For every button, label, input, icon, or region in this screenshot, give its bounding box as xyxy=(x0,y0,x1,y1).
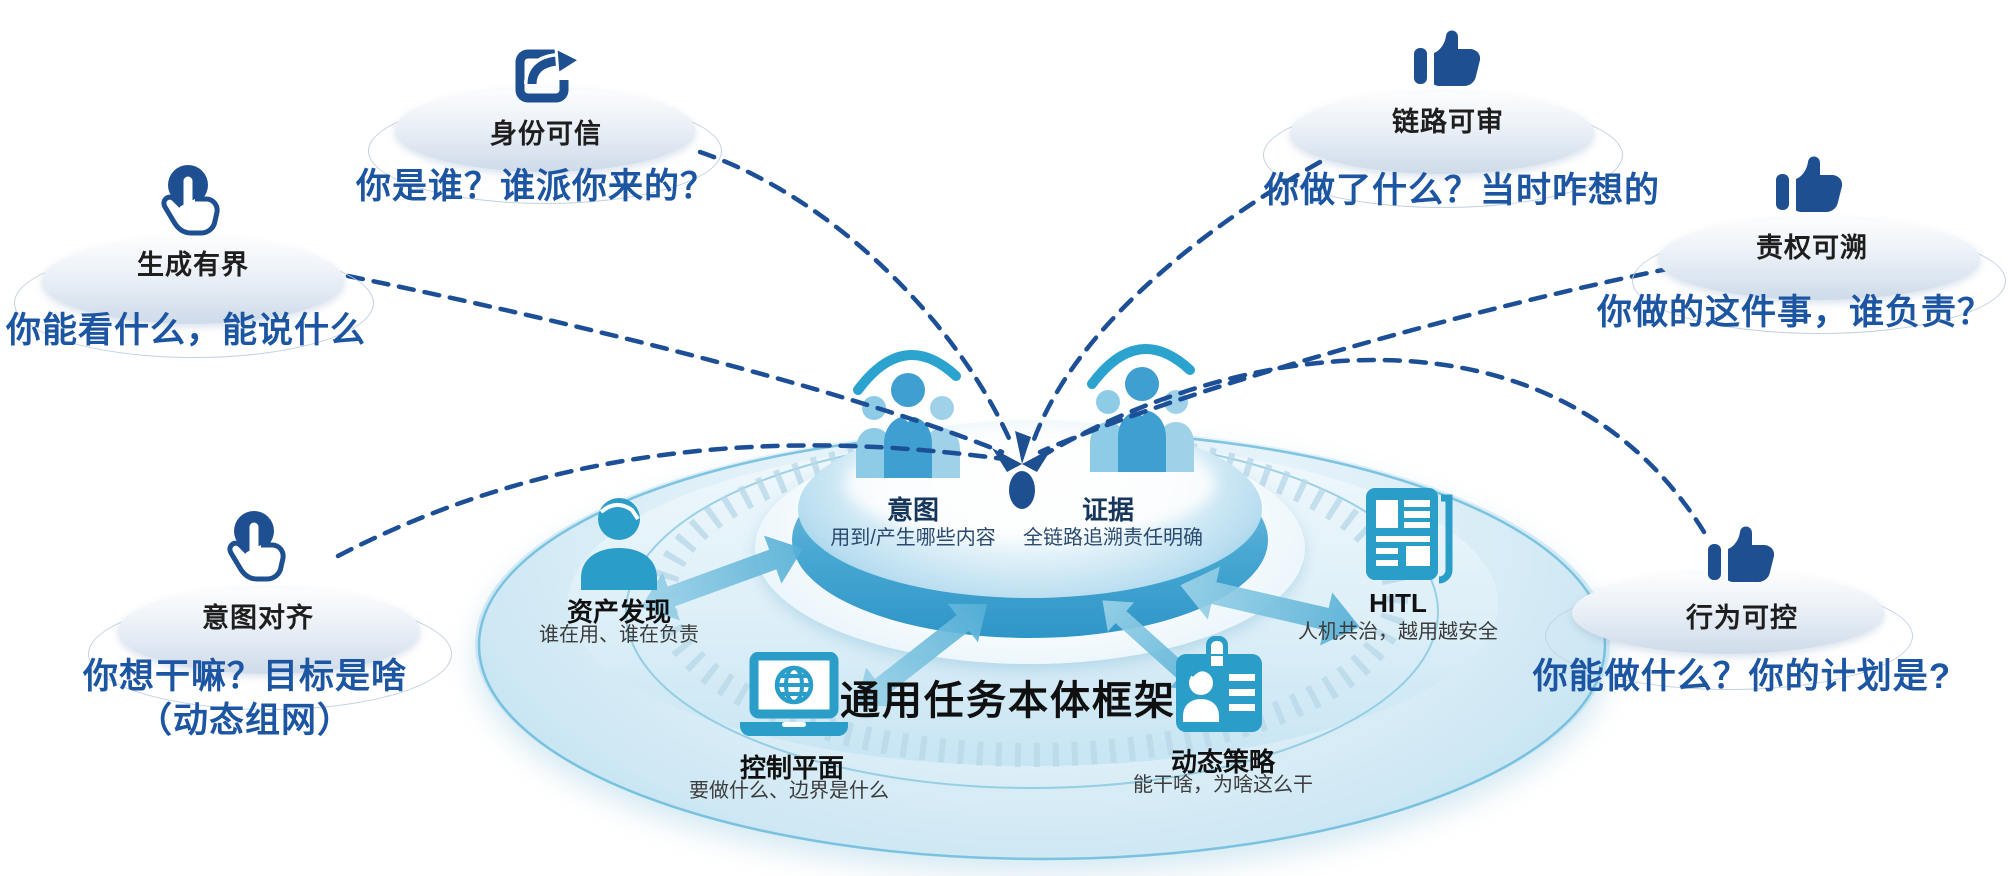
bubble-audit-disc xyxy=(1290,92,1594,174)
platform-title: 通用任务本体框架 xyxy=(840,679,1176,723)
bubble-audit-question: 你做了什么？当时咋想的 xyxy=(1263,171,1661,210)
click-hand-icon xyxy=(161,165,220,236)
thumbs-up-icon xyxy=(1776,156,1842,212)
bubble-generation-label: 生成有界 xyxy=(137,250,249,280)
node-asset-desc: 谁在用、谁在负责 xyxy=(539,624,699,646)
bubble-intent-align-question: 你想干嘛？目标是啥 xyxy=(82,657,408,696)
click-hand-icon xyxy=(227,511,286,582)
bubble-accountability-label: 责权可溯 xyxy=(1756,233,1868,263)
bubble-behavior-label: 行为可控 xyxy=(1686,603,1798,633)
thumbs-up-icon xyxy=(1414,30,1480,86)
node-evidence-desc: 全链路追溯责任明确 xyxy=(1023,527,1203,549)
bubble-audit-label: 链路可审 xyxy=(1392,107,1504,137)
bubble-generation-question: 你能看什么，能说什么 xyxy=(5,311,367,350)
curve-identity xyxy=(697,149,1015,448)
node-policy-desc: 能干啥，为啥这么干 xyxy=(1133,774,1313,796)
node-intent-desc: 用到/产生哪些内容 xyxy=(830,527,996,549)
bubble-behavior-question: 你能做什么？你的计划是? xyxy=(1532,657,1952,696)
bubble-intent-align-label: 意图对齐 xyxy=(202,603,314,633)
bubble-behavior-disc xyxy=(1572,572,1884,654)
bubble-intent-align-disc xyxy=(118,588,420,674)
bubble-intent-align-question-line2: （动态组网） xyxy=(136,701,354,740)
bubble-identity-question: 你是谁？谁派你来的？ xyxy=(355,167,717,206)
bubble-generation-disc xyxy=(42,238,344,324)
node-hitl-desc: 人机共治，越用越安全 xyxy=(1298,621,1498,643)
node-control-desc: 要做什么、边界是什么 xyxy=(689,780,889,802)
bubble-accountability-disc xyxy=(1658,218,1980,300)
bubble-identity-label: 身份可信 xyxy=(490,119,602,149)
bubble-accountability-question: 你做的这件事，谁负责？ xyxy=(1596,293,1994,332)
curve-generation xyxy=(345,273,1005,455)
curve-accountability xyxy=(1037,265,1675,455)
